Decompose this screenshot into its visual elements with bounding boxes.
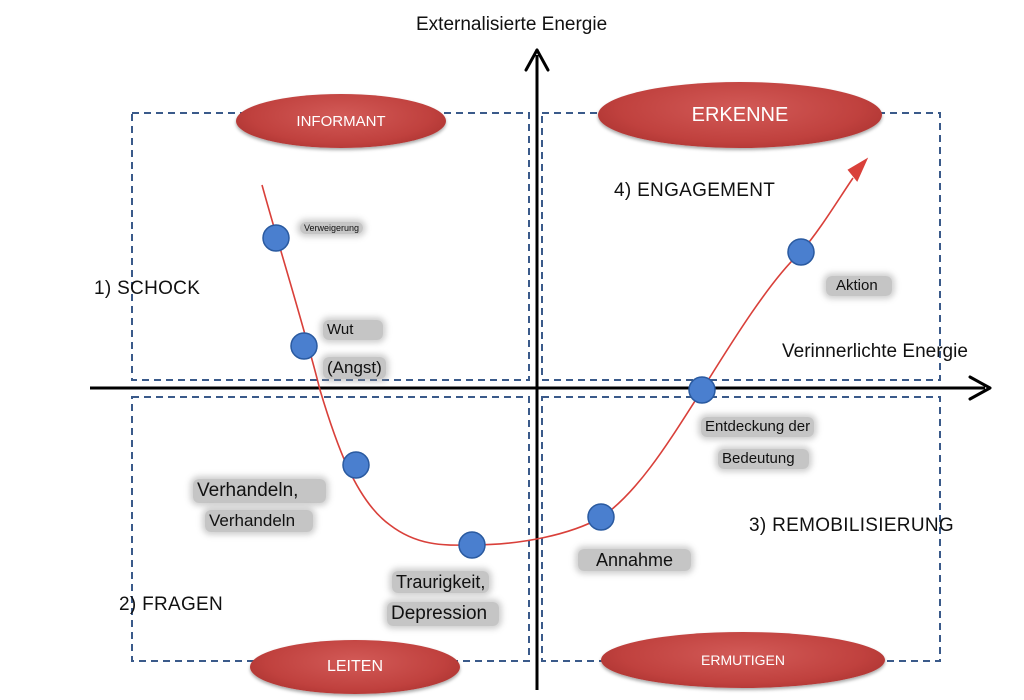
curve-node-depression <box>458 531 486 559</box>
stage-label-meaning-line2: Bedeutung <box>718 449 809 469</box>
curve-node-bargaining <box>342 451 370 479</box>
stage-label-meaning-line1: Entdeckung der <box>701 417 815 437</box>
role-label-recognize: ERKENNE <box>691 103 789 126</box>
change-curve-line <box>261 177 854 546</box>
x-axis-title: Verinnerlichte Energie <box>782 341 968 362</box>
role-label-informant: INFORMANT <box>296 112 386 130</box>
horizontal-axis-arrowhead-icon <box>968 375 992 401</box>
curve-node-anger <box>290 332 318 360</box>
phase-label-questions: 2) FRAGEN <box>119 594 224 615</box>
curve-arrowhead-icon <box>847 157 869 182</box>
phase-label-remobilization: 3) REMOBILISIERUNG <box>749 515 954 536</box>
role-oval-recognize: ERKENNE <box>598 82 882 148</box>
role-label-encourage: ERMUTIGEN <box>701 652 785 668</box>
role-oval-lead: LEITEN <box>250 640 460 694</box>
phase-label-engagement: 4) ENGAGEMENT <box>614 180 776 201</box>
quadrant-top-right-box <box>541 112 941 381</box>
quadrant-bottom-right-box <box>541 396 941 662</box>
curve-node-meaning <box>688 376 716 404</box>
y-axis-title: Externalisierte Energie <box>416 14 608 35</box>
curve-node-acceptance <box>587 503 615 531</box>
role-label-lead: LEITEN <box>326 658 383 675</box>
vertical-axis-arrowhead-icon <box>524 48 550 72</box>
stage-label-bargaining-line1: Verhandeln, <box>193 479 327 503</box>
stage-label-acceptance: Annahme <box>578 549 692 571</box>
quadrant-bottom-left-box <box>131 396 530 662</box>
role-oval-encourage: ERMUTIGEN <box>601 632 885 688</box>
stage-label-sadness-line1: Traurigkeit, <box>392 571 490 593</box>
phase-label-shock: 1) SCHOCK <box>94 278 201 299</box>
stage-label-bargaining-line2: Verhandeln <box>205 510 314 532</box>
curve-node-action <box>787 238 815 266</box>
curve-node-denial <box>262 224 290 252</box>
stage-label-denial: Verweigerung <box>300 222 364 234</box>
role-oval-informant: INFORMANT <box>236 94 446 148</box>
stage-label-anger: Wut <box>323 320 384 340</box>
stage-label-fear: (Angst) <box>323 357 386 379</box>
stage-label-action: Aktion <box>826 276 892 296</box>
stage-label-sadness-line2: Depression <box>387 602 500 626</box>
